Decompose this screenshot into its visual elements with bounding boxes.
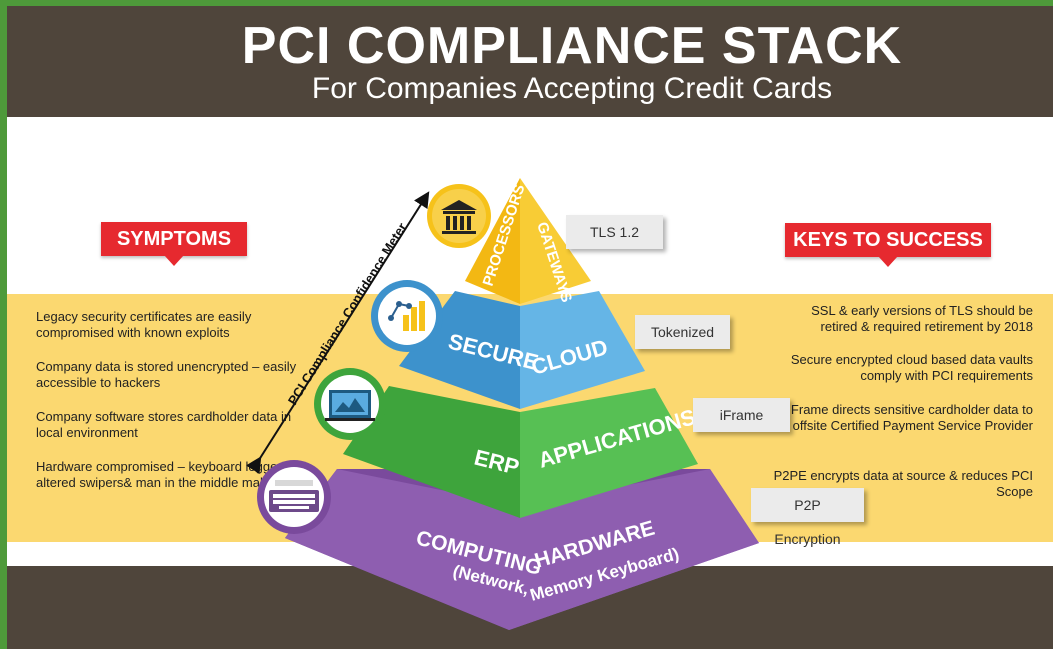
symptom-item: Company software stores cardholder data …: [36, 409, 292, 440]
symptom-item: Legacy security certificates are easily …: [36, 309, 252, 340]
layer-computing-front: [285, 469, 759, 630]
bank-icon: [427, 184, 491, 248]
keyboard-icon: [257, 460, 331, 534]
confidence-meter-arrow: [245, 191, 430, 475]
chart-icon: [371, 280, 443, 352]
page-subtitle: For Companies Accepting Credit Cards: [311, 72, 833, 105]
key-item: Secure encrypted cloud based data vaults…: [790, 352, 1033, 383]
symptom-item: Company data is stored unencrypted – eas…: [36, 359, 297, 390]
key-item: SSL & early versions of TLS should be re…: [811, 303, 1033, 334]
header: PCI COMPLIANCE STACK For Companies Accep…: [7, 6, 1053, 117]
tag-iframe: iFrame: [693, 398, 790, 432]
key-item: P2PE encrypts data at source & reduces P…: [773, 468, 1033, 499]
key-item: iFrame directs sensitive cardholder data…: [788, 402, 1033, 433]
layer-top-right: [520, 178, 591, 304]
tag-p2p-encryption: P2P Encryption: [751, 488, 864, 547]
keys-badge: KEYS TO SUCCESS: [785, 223, 991, 267]
layer-secure-right: [520, 291, 645, 409]
monitor-icon: [314, 368, 386, 440]
tag-tls: TLS 1.2: [566, 215, 663, 249]
pyramid-diagram: PROCESSORS GATEWAYS SECURE CLOUD ERP APP…: [245, 178, 759, 630]
page-title: PCI COMPLIANCE STACK: [241, 17, 903, 75]
symptom-item: Hardware compromised – keyboard loggers,…: [36, 459, 292, 490]
layer-erp-right: [520, 388, 698, 518]
layer-secure-left: [399, 291, 520, 409]
tag-tokenized: Tokenized: [635, 315, 730, 349]
infographic: PCI COMPLIANCE STACK For Companies Accep…: [7, 6, 1053, 649]
symptoms-badge: SYMPTOMS: [101, 222, 247, 266]
layer-top-left: [465, 178, 520, 304]
